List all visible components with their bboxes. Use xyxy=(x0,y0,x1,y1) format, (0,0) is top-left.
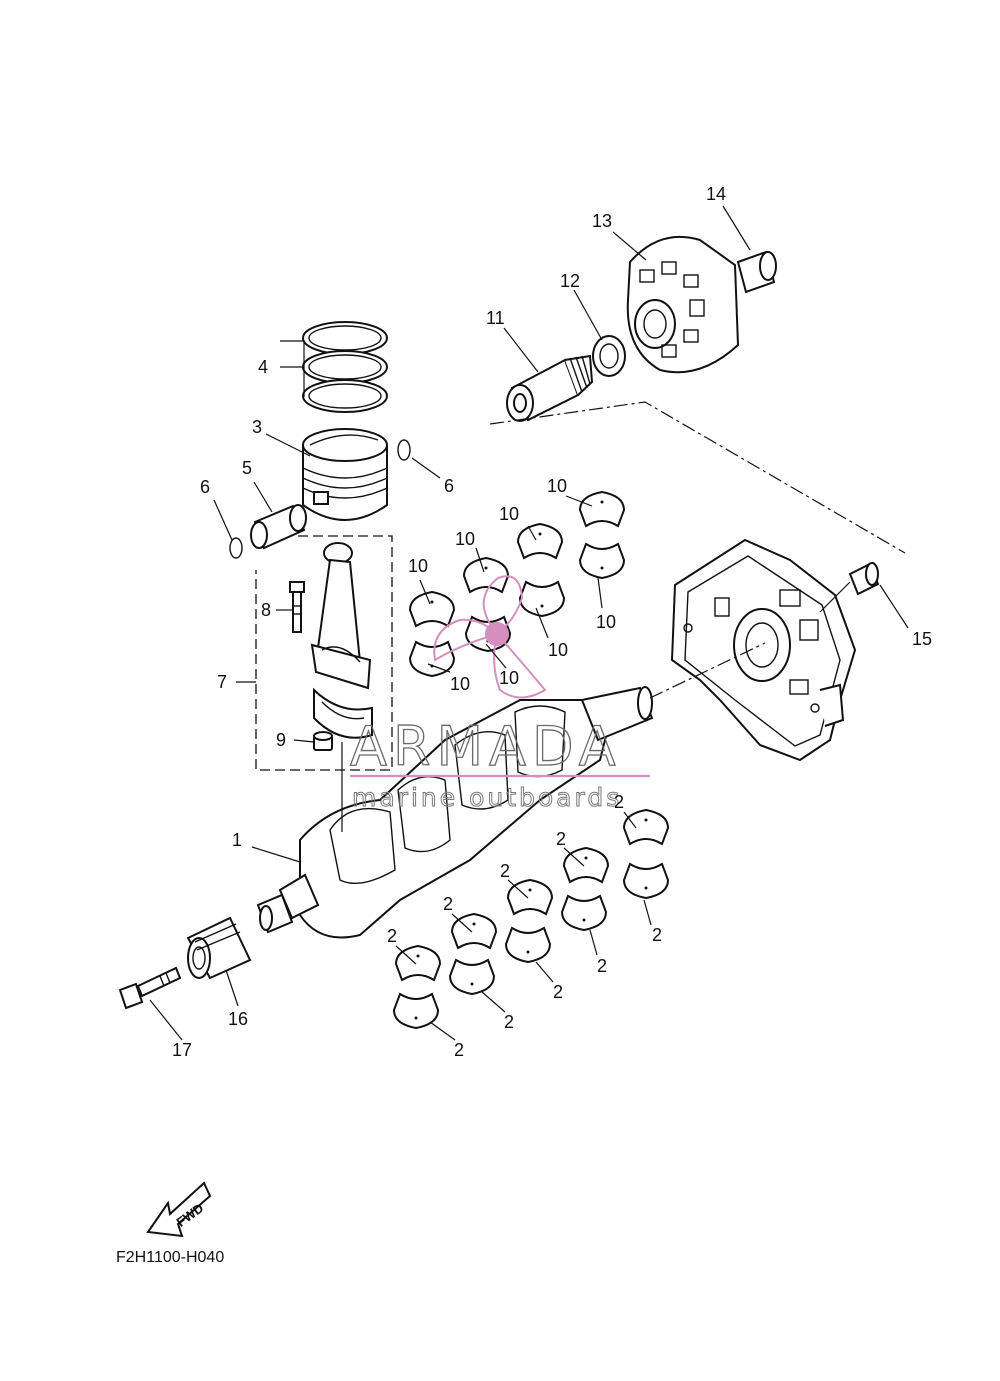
callout-2: 2 xyxy=(652,925,662,945)
bearing-10-e xyxy=(463,557,509,593)
callout-10: 10 xyxy=(596,612,616,632)
callout-4: 4 xyxy=(258,357,268,377)
conrod-bolt xyxy=(289,581,305,633)
bearing-2-f xyxy=(505,927,551,963)
callout-2: 2 xyxy=(500,861,510,881)
crankcase-housing xyxy=(670,538,857,762)
callout-2: 2 xyxy=(556,829,566,849)
bearing-2-a xyxy=(623,809,669,845)
assembly-chain-line-shaft xyxy=(649,642,766,699)
propeller-logo xyxy=(433,575,547,699)
callout-10: 10 xyxy=(499,668,519,688)
callout-2: 2 xyxy=(387,926,397,946)
piston-pin xyxy=(250,504,307,550)
crank-cover xyxy=(626,235,740,374)
callout-2: 2 xyxy=(454,1040,464,1060)
callout-10: 10 xyxy=(408,556,428,576)
callout-15: 15 xyxy=(912,629,932,649)
callout-labels: 1 2 2 2 2 2 2 2 2 2 2 3 4 5 6 6 7 8 9 10… xyxy=(172,184,932,1060)
callout-5: 5 xyxy=(242,458,252,478)
conrod-nut xyxy=(313,731,333,751)
circlip-right xyxy=(397,439,411,461)
bearing-2-i xyxy=(395,945,441,981)
callout-3: 3 xyxy=(252,417,262,437)
bearing-2-e xyxy=(507,879,553,915)
callout-1: 1 xyxy=(232,830,242,850)
bearing-10-d xyxy=(519,581,565,617)
flange-bolt xyxy=(118,966,182,1010)
seal-plug-right xyxy=(848,562,880,596)
fwd-arrow: FWD xyxy=(146,1181,212,1238)
callout-6: 6 xyxy=(444,476,454,496)
callout-17: 17 xyxy=(172,1040,192,1060)
callout-14: 14 xyxy=(706,184,726,204)
callout-2: 2 xyxy=(504,1012,514,1032)
drive-spacer xyxy=(186,916,252,980)
callout-9: 9 xyxy=(276,730,286,750)
bearing-10-c xyxy=(517,523,563,559)
bearing-2-c xyxy=(563,847,609,883)
callout-2: 2 xyxy=(614,792,624,812)
callout-6: 6 xyxy=(200,477,210,497)
bearing-2-b xyxy=(623,863,669,899)
callout-10: 10 xyxy=(455,529,475,549)
watermark: ARMADA marine outboards xyxy=(349,575,650,813)
circlip-left xyxy=(229,537,243,559)
leader-lines xyxy=(149,205,909,1041)
bearing-sleeve xyxy=(506,354,594,422)
callout-10: 10 xyxy=(548,640,568,660)
crankshaft xyxy=(256,686,654,939)
assembly-chain-line-top xyxy=(489,401,906,554)
piston xyxy=(302,428,388,521)
connecting-rod-set-outline xyxy=(255,535,393,771)
piston-rings xyxy=(302,321,388,413)
bearing-2-h xyxy=(449,959,495,995)
bearing-10-a xyxy=(579,491,625,527)
bearing-10-g xyxy=(409,591,455,627)
connecting-rod xyxy=(310,542,373,739)
plug xyxy=(736,250,777,294)
callout-12: 12 xyxy=(560,271,580,291)
callout-2: 2 xyxy=(443,894,453,914)
callout-10: 10 xyxy=(450,674,470,694)
watermark-brand: ARMADA xyxy=(350,715,622,778)
callout-10: 10 xyxy=(499,504,519,524)
bearing-10-b xyxy=(579,543,625,579)
callout-11: 11 xyxy=(486,308,505,328)
callout-2: 2 xyxy=(553,982,563,1002)
callout-16: 16 xyxy=(228,1009,248,1029)
callout-7: 7 xyxy=(217,672,227,692)
oil-seal xyxy=(592,335,626,377)
bearing-2-g xyxy=(451,913,497,949)
leader-15-to-housing xyxy=(819,581,851,613)
watermark-tagline: marine outboards xyxy=(352,783,622,812)
callout-13: 13 xyxy=(592,211,612,231)
bearing-2-d xyxy=(561,895,607,931)
callout-10: 10 xyxy=(547,476,567,496)
callout-2: 2 xyxy=(597,956,607,976)
drawing-code: F2H1100-H040 xyxy=(116,1249,224,1266)
callout-8: 8 xyxy=(261,600,271,620)
